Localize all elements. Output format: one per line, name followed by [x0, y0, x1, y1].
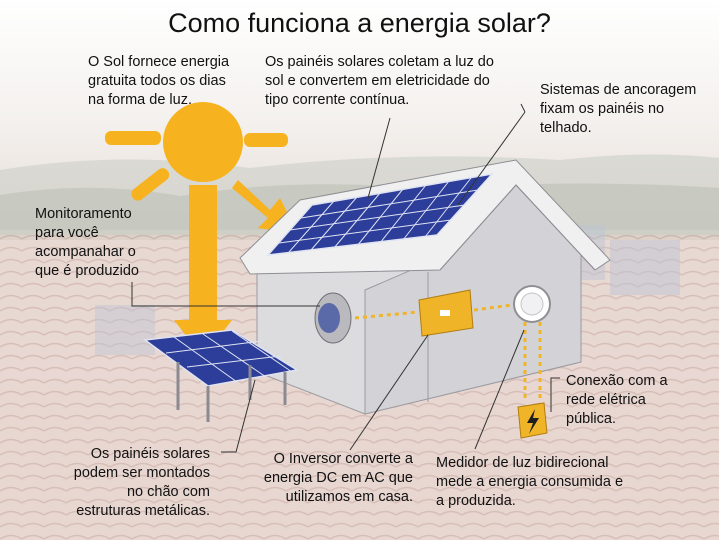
label-grid-connection: Conexão com a rede elétrica pública.	[566, 373, 668, 427]
label-meter: Medidor de luz bidirecional mede a energ…	[436, 455, 624, 509]
roof-solar-panels	[266, 172, 495, 256]
page-title: Como funciona a energia solar?	[168, 8, 551, 38]
lightning-bolt-icon	[517, 402, 548, 439]
label-inverter: O Inversor converte a energia DC em AC q…	[263, 451, 413, 505]
ground-solar-panels	[143, 329, 300, 422]
energy-flow-lines	[354, 303, 542, 402]
sun-icon	[105, 102, 288, 201]
label-ground-panels: Os painéis solares podem ser montados no…	[73, 446, 210, 519]
bidirectional-meter-icon	[513, 285, 551, 323]
label-anchoring: Sistemas de ancoragem fixam os painéis n…	[540, 82, 697, 136]
label-roof-panels: Os painéis solares coletam a luz do sol …	[265, 54, 494, 108]
label-monitoring: Monitoramento para você acompanahar o qu…	[35, 206, 139, 279]
label-sun: O Sol fornece energia gratuita todos os …	[88, 54, 230, 108]
inverter-box-icon	[418, 289, 474, 337]
monitor-device-icon	[314, 292, 352, 344]
callout-lines	[131, 103, 560, 453]
